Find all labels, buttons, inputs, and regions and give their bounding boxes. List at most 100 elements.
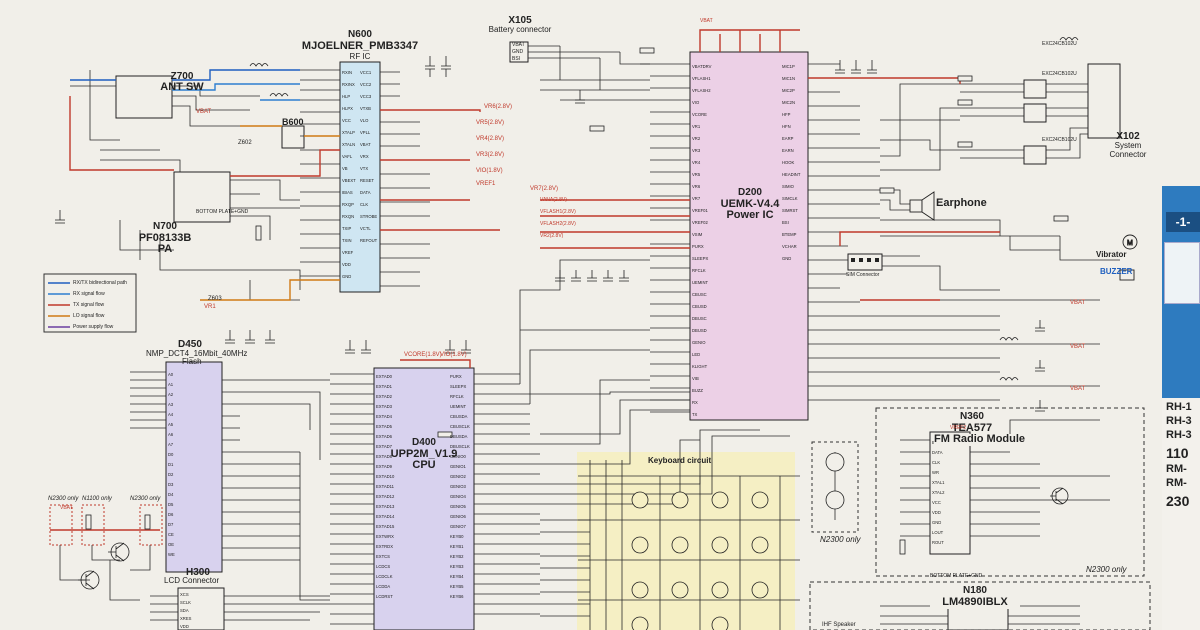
rail-vflash1: VFLASH1(2.8V) bbox=[540, 209, 576, 215]
svg-text:VIB: VIB bbox=[692, 376, 699, 381]
earphone-label: Earphone bbox=[936, 197, 987, 209]
svg-text:WE: WE bbox=[168, 552, 175, 557]
sim-pins bbox=[851, 258, 879, 262]
svg-text:VB: VB bbox=[342, 166, 348, 171]
model-1: RH-1 bbox=[1166, 401, 1192, 413]
svg-text:XTAL2: XTAL2 bbox=[932, 490, 945, 495]
svg-text:KEYB4: KEYB4 bbox=[450, 574, 464, 579]
battery-pin-gnd: GND bbox=[512, 49, 524, 55]
svg-text:CLK: CLK bbox=[360, 202, 368, 207]
svg-text:KEYB3: KEYB3 bbox=[450, 564, 464, 569]
svg-text:LCDRST: LCDRST bbox=[376, 594, 393, 599]
svg-text:EXTAD4: EXTAD4 bbox=[376, 414, 393, 419]
power-ic-rails bbox=[540, 199, 690, 249]
amp-module-frame bbox=[809, 581, 1151, 630]
svg-text:RESET: RESET bbox=[360, 178, 374, 183]
emi-filter-3-outline bbox=[1023, 145, 1047, 165]
svg-text:BTEMP: BTEMP bbox=[782, 232, 797, 237]
svg-text:IBIAS: IBIAS bbox=[342, 190, 353, 195]
svg-text:EXTAD15: EXTAD15 bbox=[376, 524, 395, 529]
note-n1100: N1100 only bbox=[82, 496, 112, 502]
lcd-connector-outline bbox=[177, 587, 225, 630]
svg-text:LCDCS: LCDCS bbox=[376, 564, 390, 569]
svg-text:D4: D4 bbox=[168, 492, 174, 497]
fm-name: TEA577 bbox=[951, 422, 993, 434]
emi-filter-1-outline bbox=[1023, 79, 1047, 99]
svg-text:EXTAD14: EXTAD14 bbox=[376, 514, 395, 519]
svg-text:GND: GND bbox=[782, 256, 791, 261]
svg-text:TX: TX bbox=[692, 412, 698, 417]
capacitors bbox=[55, 56, 1045, 412]
legend-label-power: Power supply flow bbox=[73, 324, 114, 330]
svg-text:VBEXT: VBEXT bbox=[342, 178, 356, 183]
earphone-symbol bbox=[909, 191, 935, 221]
sim-connector-outline bbox=[847, 253, 883, 271]
svg-text:VSIM: VSIM bbox=[692, 232, 703, 237]
side-tab-phone-image bbox=[1164, 242, 1200, 304]
flash-name: NMP_DCT4_16Mbit_40MHz bbox=[146, 349, 248, 358]
svg-text:SIMRST: SIMRST bbox=[782, 208, 798, 213]
rf-ic-outline bbox=[339, 61, 381, 293]
svg-text:VCC2: VCC2 bbox=[360, 82, 372, 87]
svg-text:VCC: VCC bbox=[342, 118, 351, 123]
rail-vref2: VREF2 bbox=[950, 425, 967, 431]
svg-text:SCLK: SCLK bbox=[180, 600, 191, 605]
svg-text:UEMINT: UEMINT bbox=[692, 280, 708, 285]
model-2: RH-3 bbox=[1166, 415, 1192, 427]
rail-vr3: VR3(2.8V) bbox=[476, 152, 505, 158]
b600-label: B600 bbox=[282, 117, 304, 127]
battery-name: Battery connector bbox=[488, 25, 552, 34]
antsw-outline bbox=[115, 75, 173, 119]
battery-pin-bsi: BSI bbox=[512, 56, 521, 62]
svg-text:SLEEPX: SLEEPX bbox=[450, 384, 467, 389]
amp-ref: N180 bbox=[963, 585, 987, 596]
svg-text:VLO: VLO bbox=[360, 118, 369, 123]
svg-text:GENIO1: GENIO1 bbox=[450, 464, 466, 469]
note-n2300-fm: N2300 only bbox=[1086, 565, 1127, 574]
svg-text:VCORE: VCORE bbox=[692, 112, 707, 117]
z602-label: Z602 bbox=[238, 140, 252, 146]
svg-text:DBUSCLK: DBUSCLK bbox=[450, 444, 470, 449]
vibrator-label: Vibrator bbox=[1096, 250, 1127, 259]
n2300-key-frame bbox=[811, 441, 859, 533]
svg-text:GENIO0: GENIO0 bbox=[450, 454, 466, 459]
svg-text:GENIO3: GENIO3 bbox=[450, 484, 466, 489]
svg-text:VRX: VRX bbox=[360, 154, 369, 159]
svg-text:MIC1N: MIC1N bbox=[782, 76, 795, 81]
svg-text:VREF02: VREF02 bbox=[692, 220, 708, 225]
rail-vbat-right-3: VBAT bbox=[1070, 386, 1086, 392]
svg-text:BUZZ: BUZZ bbox=[692, 388, 703, 393]
svg-text:D0: D0 bbox=[168, 452, 174, 457]
svg-text:VBATDRV: VBATDRV bbox=[692, 64, 712, 69]
transistors bbox=[78, 487, 1069, 590]
n1100-option-frame bbox=[81, 504, 105, 546]
svg-text:XTALN: XTALN bbox=[342, 142, 355, 147]
svg-text:VR1: VR1 bbox=[692, 124, 701, 129]
svg-text:A0: A0 bbox=[168, 372, 174, 377]
flash-outline bbox=[165, 361, 223, 573]
svg-text:VDD: VDD bbox=[342, 262, 351, 267]
svg-text:LCDDA: LCDDA bbox=[376, 584, 390, 589]
svg-text:VR5: VR5 bbox=[692, 172, 701, 177]
svg-text:LCDCLK: LCDCLK bbox=[376, 574, 393, 579]
svg-text:GENIO6: GENIO6 bbox=[450, 514, 466, 519]
svg-text:CBUSDA: CBUSDA bbox=[450, 414, 468, 419]
legend-label-tx: TX signal flow bbox=[73, 302, 105, 308]
system-conn-ref: X102 bbox=[1116, 131, 1140, 142]
svg-text:KEYB1: KEYB1 bbox=[450, 544, 464, 549]
svg-text:VR4: VR4 bbox=[692, 160, 701, 165]
svg-text:GND: GND bbox=[342, 274, 351, 279]
svg-text:CBUSCLK: CBUSCLK bbox=[450, 424, 470, 429]
battery-ref: X105 bbox=[508, 15, 532, 26]
note-n2300-right: N2300 only bbox=[130, 496, 161, 502]
rail-vbat-rf: VBAT bbox=[196, 109, 212, 115]
svg-text:VR2: VR2 bbox=[692, 136, 701, 141]
svg-text:EXTAD5: EXTAD5 bbox=[376, 424, 393, 429]
buzzer-label: BUZZER bbox=[1100, 267, 1133, 276]
z603-label: Z603 bbox=[208, 296, 222, 302]
svg-text:VREF: VREF bbox=[342, 250, 354, 255]
svg-text:PURX: PURX bbox=[450, 374, 462, 379]
svg-text:MIC2P: MIC2P bbox=[782, 88, 795, 93]
svg-text:EXTAD13: EXTAD13 bbox=[376, 504, 395, 509]
svg-text:VR3: VR3 bbox=[692, 148, 701, 153]
